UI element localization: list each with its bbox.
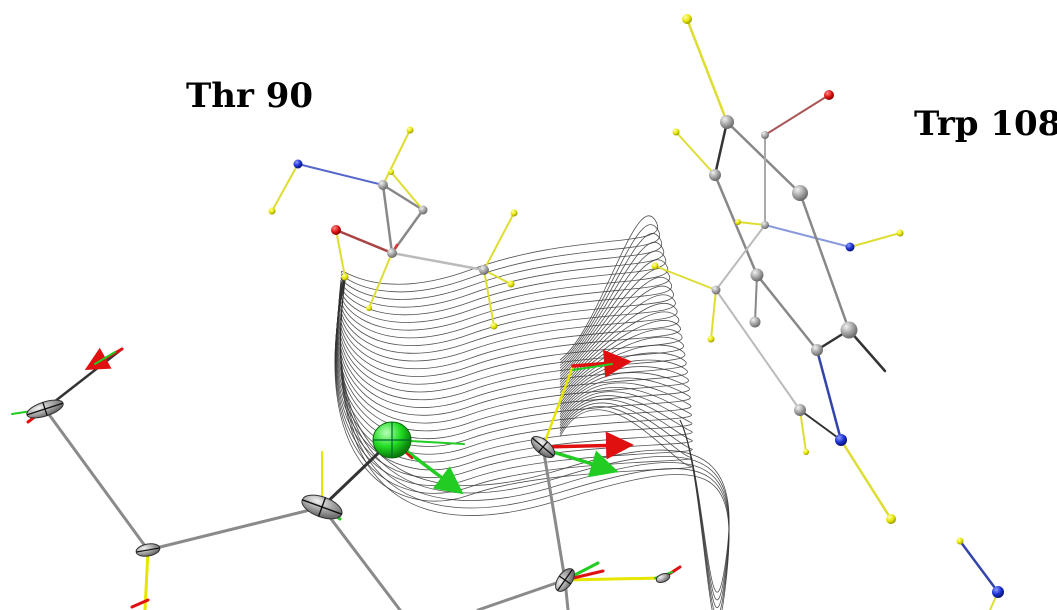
hydrogen-atom xyxy=(366,305,372,311)
interaction-path xyxy=(340,279,730,593)
nitrogen-atom xyxy=(835,434,847,446)
thr-90-residue xyxy=(268,126,518,330)
thermal-ellipsoid-icon xyxy=(530,436,556,458)
carbon-atom xyxy=(378,180,388,190)
interaction-path xyxy=(340,224,660,364)
thermal-ellipsoid-icon xyxy=(26,399,64,419)
hydrogen-atom xyxy=(672,128,680,136)
interaction-path xyxy=(337,279,688,416)
interaction-path xyxy=(339,279,676,385)
interaction-path xyxy=(340,279,730,610)
interaction-path xyxy=(338,279,683,396)
interaction-path xyxy=(338,279,678,388)
ellipsoid-network xyxy=(43,347,665,610)
carbon-atom xyxy=(794,404,806,416)
oxygen-atom xyxy=(331,225,341,235)
interaction-path xyxy=(339,279,674,383)
hydrogen-atom xyxy=(956,537,964,545)
interaction-path xyxy=(341,215,658,361)
interaction-path xyxy=(335,279,692,455)
interaction-path xyxy=(336,279,692,447)
carbon-atom xyxy=(792,185,808,201)
interaction-path xyxy=(337,279,687,408)
interaction-path xyxy=(340,279,730,609)
hydrogen-atom xyxy=(490,322,498,330)
carbon-atom xyxy=(750,268,764,282)
interaction-path xyxy=(340,279,730,601)
carbon-atom xyxy=(711,285,721,295)
hydrogen-atom xyxy=(341,273,349,281)
nitrogen-atom xyxy=(293,159,303,169)
interaction-path xyxy=(334,279,693,494)
thermal-ellipsoid-icon xyxy=(655,573,671,583)
hydrogen-atom xyxy=(896,229,904,237)
bottom-right-fragment xyxy=(956,537,1004,610)
interaction-path xyxy=(339,276,672,380)
carbon-atom xyxy=(720,115,734,129)
hydrogen-atom xyxy=(886,514,896,524)
interaction-path xyxy=(338,279,680,391)
nitrogen-atom xyxy=(992,586,1004,598)
carbon-atom xyxy=(761,221,769,229)
thermal-ellipsoid-icon xyxy=(555,568,575,592)
carbon-atom xyxy=(761,131,769,139)
highlighted-atom-ellipsoid xyxy=(372,421,412,459)
hydrogen-atom xyxy=(803,449,809,455)
hydrogen-atom xyxy=(268,207,276,215)
hydrogen-atom xyxy=(507,280,515,288)
interaction-path xyxy=(335,279,693,463)
carbon-atom xyxy=(811,344,823,356)
hydrogen-atom xyxy=(707,335,715,343)
oxygen-atom xyxy=(824,90,834,100)
hydrogen-atom xyxy=(682,14,692,24)
interaction-path xyxy=(336,279,691,440)
hydrogen-atom xyxy=(406,126,414,134)
carbon-atom xyxy=(418,205,428,215)
residue-label-thr-90: Thr 90 xyxy=(186,76,314,116)
interaction-path xyxy=(338,279,681,393)
interaction-path xyxy=(335,279,693,479)
interaction-path xyxy=(334,279,693,502)
thermal-ellipsoids xyxy=(26,399,671,592)
carbon-atom xyxy=(709,169,721,181)
carbon-atom xyxy=(840,321,858,339)
hydrogen-atom xyxy=(388,169,394,175)
trp-108-residue xyxy=(651,14,904,524)
residue-label-trp-108: Trp 108 xyxy=(914,104,1057,144)
hydrogen-atom xyxy=(510,209,518,217)
interaction-path xyxy=(335,279,693,471)
interaction-path xyxy=(339,268,671,377)
thermal-ellipsoid-icon xyxy=(301,494,343,520)
interaction-path xyxy=(340,279,730,610)
interaction-path xyxy=(340,233,662,366)
interaction-path xyxy=(337,279,684,399)
interaction-path-bundle xyxy=(334,215,730,610)
nitrogen-atom xyxy=(845,242,855,252)
hydrogen-atom xyxy=(651,262,659,270)
carbon-atom xyxy=(479,265,489,275)
carbon-atom xyxy=(387,248,397,258)
thermal-ellipsoid-icon xyxy=(135,543,161,557)
hydrogen-atom xyxy=(735,219,741,225)
interaction-path xyxy=(340,250,667,372)
carbon-atom xyxy=(749,316,761,328)
